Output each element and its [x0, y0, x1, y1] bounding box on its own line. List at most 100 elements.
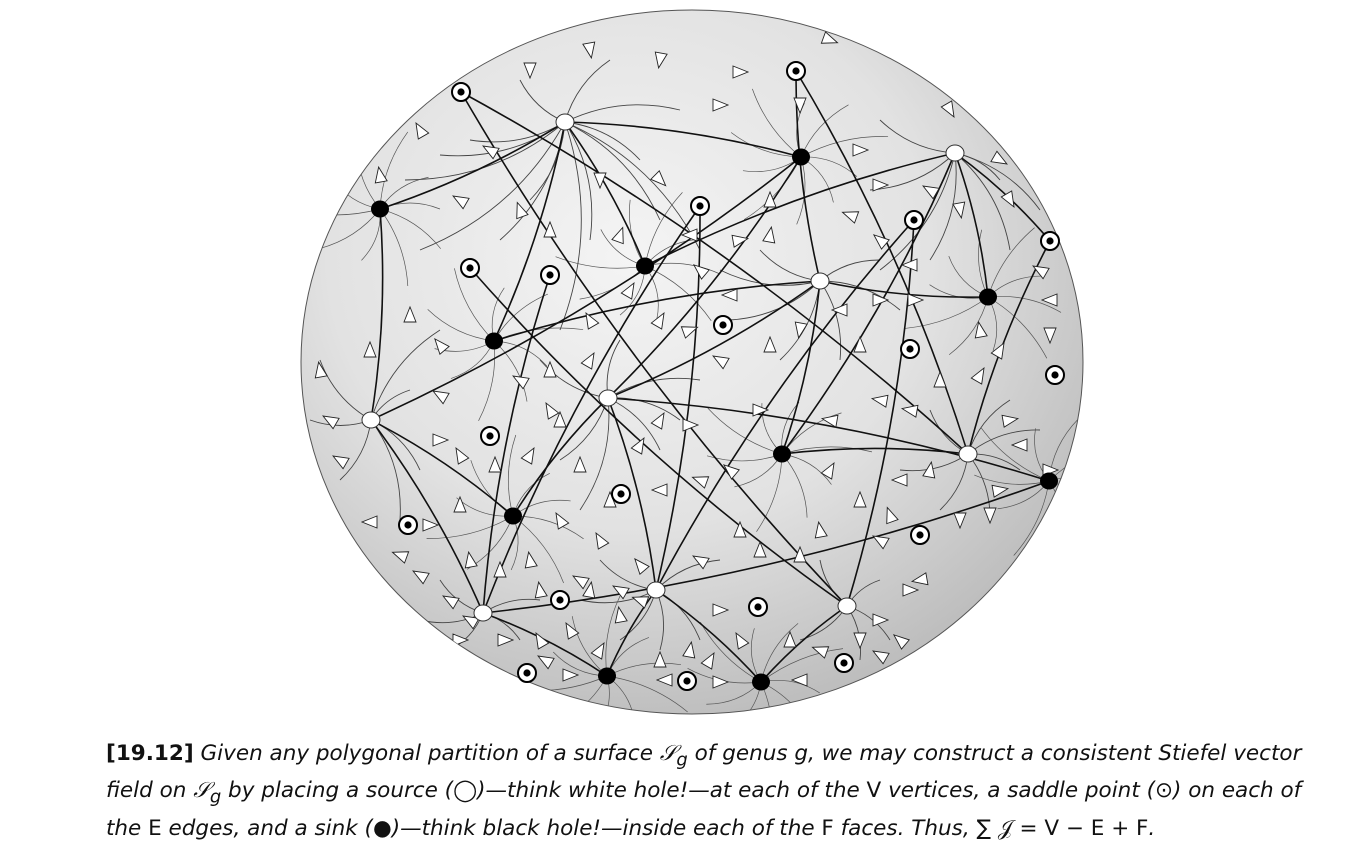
flow-arrow-icon [332, 455, 350, 470]
sink-point-icon [792, 148, 810, 166]
flow-arrow-icon [682, 418, 700, 432]
source-symbol-icon: ◯ [453, 778, 478, 804]
partition-edge [564, 121, 802, 158]
flow-arrow-icon [363, 340, 377, 358]
flow-arrow-icon [412, 570, 430, 585]
sink-symbol-icon: ● [372, 815, 392, 841]
flow-arrow-icon [573, 455, 587, 473]
partition-edge [781, 280, 821, 455]
partition-edge [954, 152, 1051, 242]
flow-arrow-icon [793, 97, 807, 115]
sink-point-icon [485, 332, 503, 350]
flow-arrow-icon [452, 195, 470, 210]
flow-arrow-icon [534, 580, 548, 599]
flow-line [644, 265, 712, 322]
flow-line [564, 104, 681, 123]
saddle-point-dot [906, 345, 914, 353]
saddle-point-dot [916, 531, 924, 539]
saddle-point-dot [840, 659, 848, 667]
partition-edge [819, 280, 989, 298]
flow-arrow-icon [735, 632, 750, 650]
flow-arrow-icon [590, 642, 605, 660]
flow-arrow-icon [720, 288, 738, 302]
flow-arrow-icon [497, 633, 515, 647]
flow-arrow-icon [650, 170, 667, 187]
flow-arrow-icon [391, 551, 410, 564]
flow-arrow-icon [516, 201, 529, 220]
flow-arrow-icon [524, 550, 538, 569]
flow-line [564, 121, 661, 221]
partition-edge [846, 219, 915, 607]
flow-arrow-icon [653, 650, 667, 668]
flow-arrow-icon [1000, 190, 1015, 208]
sphere-surface [300, 9, 1084, 715]
flow-arrow-icon [952, 201, 966, 220]
flow-arrow-icon [553, 410, 567, 428]
flow-line [707, 407, 783, 455]
flow-arrow-icon [731, 234, 750, 248]
source-point-icon [958, 445, 978, 463]
saddle-point-dot [719, 321, 727, 329]
flow-line [564, 121, 593, 241]
flow-arrow-icon [650, 312, 665, 330]
partition-edge [482, 274, 551, 614]
flow-arrow-icon [990, 150, 1008, 165]
sink-point-icon [1040, 472, 1058, 490]
partition-edge [493, 121, 566, 342]
flow-arrow-icon [794, 321, 808, 340]
partition-edge [482, 205, 701, 614]
flow-arrow-icon [543, 220, 557, 238]
partition-edge [607, 280, 821, 399]
flow-line [559, 121, 582, 331]
flow-arrow-icon [512, 375, 530, 390]
flow-arrow-icon [682, 640, 696, 659]
flow-line [987, 296, 1048, 359]
figure-caption: [19.12] Given any polygonal partition of… [106, 738, 1306, 844]
flow-arrow-icon [922, 460, 936, 479]
singular-points [361, 61, 1065, 691]
flow-line [980, 427, 1050, 482]
flow-arrow-icon [482, 145, 500, 160]
flow-line [1048, 439, 1083, 482]
flow-arrow-icon [910, 572, 929, 586]
flow-lines [301, 59, 1083, 714]
sink-point-icon [773, 445, 791, 463]
sink-point-icon [504, 507, 522, 525]
flow-arrow-icon [900, 404, 919, 418]
partition-edge [655, 205, 701, 591]
partition-edge [781, 152, 956, 455]
flow-arrow-icon [872, 178, 890, 192]
flow-line [905, 296, 989, 329]
flow-arrow-icon [555, 512, 570, 530]
caption-text: faces. Thus, [833, 815, 977, 841]
flow-arrow-icon [870, 394, 889, 408]
partition-edge [512, 397, 609, 517]
partition-edge [606, 589, 657, 677]
flow-arrow-icon [692, 555, 710, 570]
flow-arrow-icon [953, 512, 967, 530]
flow-arrow-icon [634, 557, 650, 575]
partition-edge [644, 152, 956, 267]
flow-arrow-icon [523, 62, 537, 80]
flow-arrow-icon [692, 264, 710, 280]
partition-edge [460, 91, 848, 607]
flow-arrow-icon [991, 484, 1010, 498]
flow-arrow-icon [763, 335, 777, 353]
partition-edge [655, 219, 915, 591]
flow-arrow-icon [712, 603, 730, 617]
saddle-point-dot [1046, 237, 1054, 245]
flow-arrow-icon [620, 282, 635, 300]
caption-text: )—think white hole!—at each of the [477, 778, 867, 804]
partition-edges [370, 70, 1051, 683]
flow-arrow-icon [611, 226, 624, 245]
saddle-point-dot [754, 603, 762, 611]
flow-line [607, 377, 701, 399]
saddle-point-dot [466, 264, 474, 272]
flow-arrow-icon [902, 583, 920, 597]
caption-text: , we may construct a consistent Stiefel … [106, 741, 1302, 804]
saddle-point-dot [546, 271, 554, 279]
flow-arrow-icon [612, 585, 630, 600]
flow-arrow-icon [562, 668, 580, 682]
flow-arrow-icon [853, 490, 867, 508]
flow-line [929, 152, 957, 261]
